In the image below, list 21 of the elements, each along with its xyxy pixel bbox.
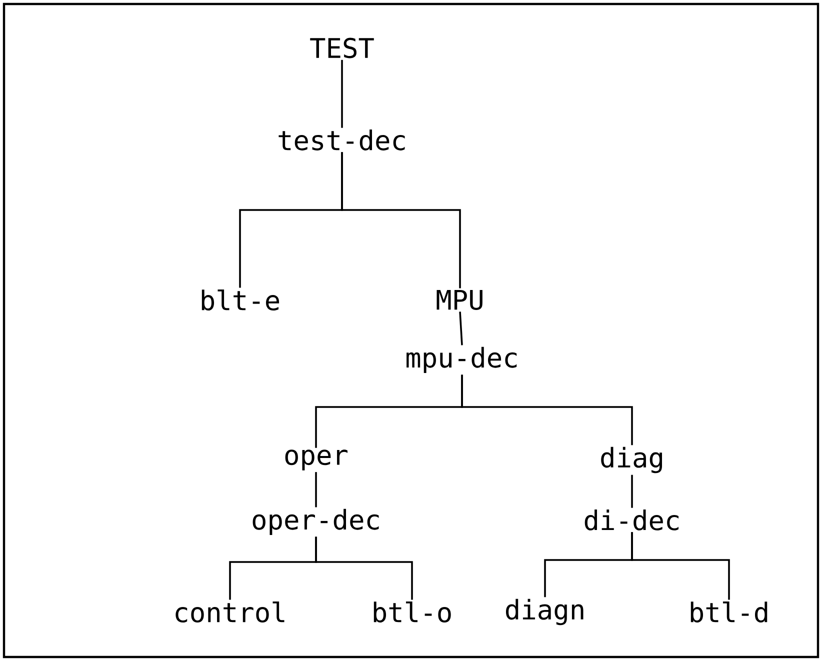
- tree-label: control: [176, 601, 284, 622]
- tree-connector: [315, 536, 413, 600]
- tree-connector: [341, 60, 343, 128]
- tree-label: diag: [601, 446, 662, 474]
- tree-label: btl-o: [374, 601, 451, 622]
- tree-label: test-dec: [278, 130, 405, 150]
- tree-connector: [315, 472, 317, 508]
- tree-label: mpu-dec: [406, 346, 517, 374]
- tree-connector: [631, 532, 730, 600]
- tree-connector: [341, 152, 461, 288]
- tree-label: btl-d: [690, 601, 768, 622]
- tree-label: oper: [285, 450, 348, 470]
- tree-label: MPU: [436, 290, 482, 310]
- tree-label: TEST: [310, 38, 374, 58]
- tree-connector: [461, 374, 633, 446]
- tree-label: blt-e: [202, 289, 280, 310]
- tree-connector: [631, 474, 633, 508]
- tree-label: di-dec: [584, 510, 678, 530]
- tree-label: oper-dec: [252, 508, 379, 536]
- tree-label: diagn: [506, 598, 584, 626]
- tree-connector: [459, 312, 463, 346]
